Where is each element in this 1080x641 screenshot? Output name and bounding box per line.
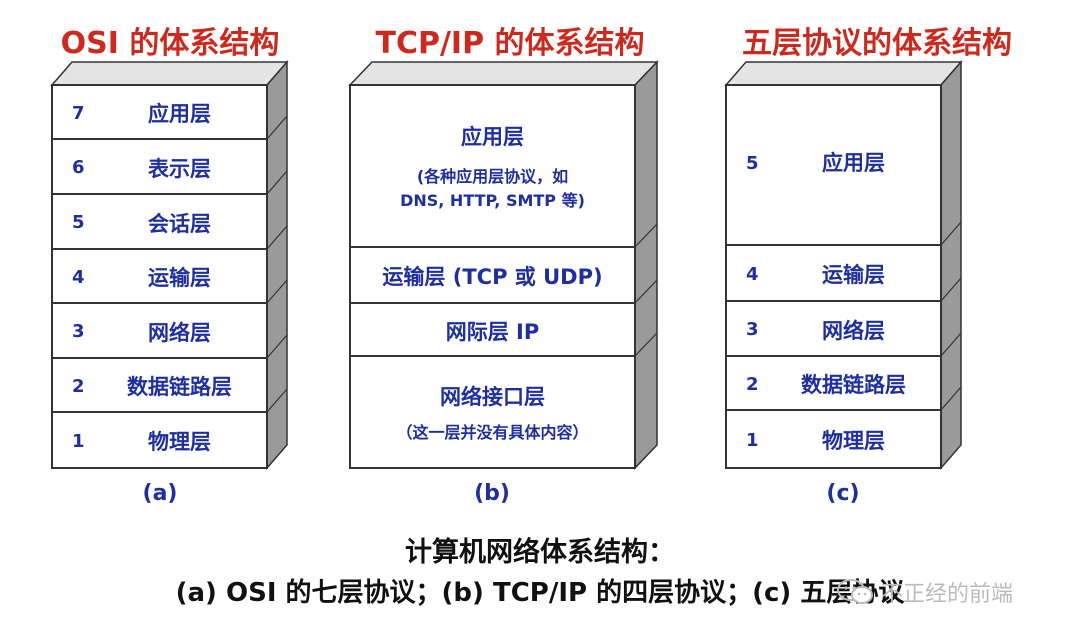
osi-layer-session: 5 会话层 [52,196,267,249]
stack-b-label: (b) [474,481,510,506]
layer-number: 3 [72,321,85,342]
layer-name: 数据链路层 [801,373,906,397]
figure-caption-title: 计算机网络体系结构： [405,537,675,568]
layer-name: 应用层 [148,102,211,126]
layer-name: 网络层 [822,318,885,343]
layer-description: （这一层并没有具体内容） [396,423,589,442]
stack-a-label: (a) [142,481,178,506]
tcpip-layer-application: 应用层 (各种应用层协议，如 DNS, HTTP, SMTP 等) [350,87,635,247]
osi-layer-network: 3 网络层 [52,305,267,358]
layer-description: DNS, HTTP, SMTP 等) [400,191,585,210]
layer-number: 5 [746,153,759,174]
five-layer-datalink: 2 数据链路层 [726,358,941,410]
layer-name: 运输层 [148,266,211,290]
five-layer-network: 3 网络层 [726,303,941,356]
tcpip-layer-transport: 运输层 (TCP 或 UDP) [350,249,635,303]
layer-description: (各种应用层协议，如 [416,167,569,186]
stack-c-label: (c) [826,481,860,506]
layer-number: 2 [746,373,759,395]
tcpip-layer-internet: 网际层 IP [350,305,635,356]
osi-layer-physical: 1 物理层 [52,414,267,468]
layer-name: 网际层 IP [445,319,540,344]
stack-a-box [50,59,289,471]
watermark-text: 不正经的前端 [881,582,1014,607]
layer-number: 3 [746,319,759,340]
watermark: 不正经的前端 [835,576,1013,608]
layer-number: 4 [746,263,759,285]
layer-name: 网络接口层 [440,385,545,409]
osi-layer-application: 7 应用层 [52,87,267,139]
stack-b-title: TCP/IP 的体系结构 [375,26,645,61]
chat-bubble-icon [837,579,873,604]
osi-layer-datalink: 2 数据链路层 [52,360,267,412]
layer-name: 运输层 [822,263,885,287]
layer-number: 6 [72,157,85,178]
stack-a-title: OSI 的体系结构 [60,26,280,61]
layer-number: 5 [72,212,85,233]
stack-c-box [724,59,963,471]
layer-number: 4 [72,266,85,288]
layer-number: 1 [72,430,85,452]
figure-caption-detail: (a) OSI 的七层协议；(b) TCP/IP 的四层协议；(c) 五层协议 [175,578,905,608]
layer-name: 网络层 [148,320,211,345]
layer-number: 7 [72,102,85,124]
osi-layer-transport: 4 运输层 [52,251,267,303]
layer-name: 物理层 [822,429,885,453]
osi-layer-presentation: 6 表示层 [52,141,267,194]
layer-name: 会话层 [148,211,211,236]
layer-name: 运输层 (TCP 或 UDP) [382,265,603,289]
five-layer-transport: 4 运输层 [726,247,941,301]
layer-number: 2 [72,375,85,397]
stack-c-title: 五层协议的体系结构 [742,26,1012,61]
five-layer-physical: 1 物理层 [726,412,941,468]
layer-name: 应用层 [461,125,524,149]
tcpip-layer-network-interface: 网络接口层 （这一层并没有具体内容） [350,358,635,468]
five-layer-application: 5 应用层 [726,87,941,245]
layer-name: 数据链路层 [127,375,232,399]
layer-name: 表示层 [148,156,211,181]
layer-name: 物理层 [148,430,211,454]
stack-b-box [348,60,659,470]
layer-number: 1 [746,429,759,451]
layer-name: 应用层 [822,151,885,175]
